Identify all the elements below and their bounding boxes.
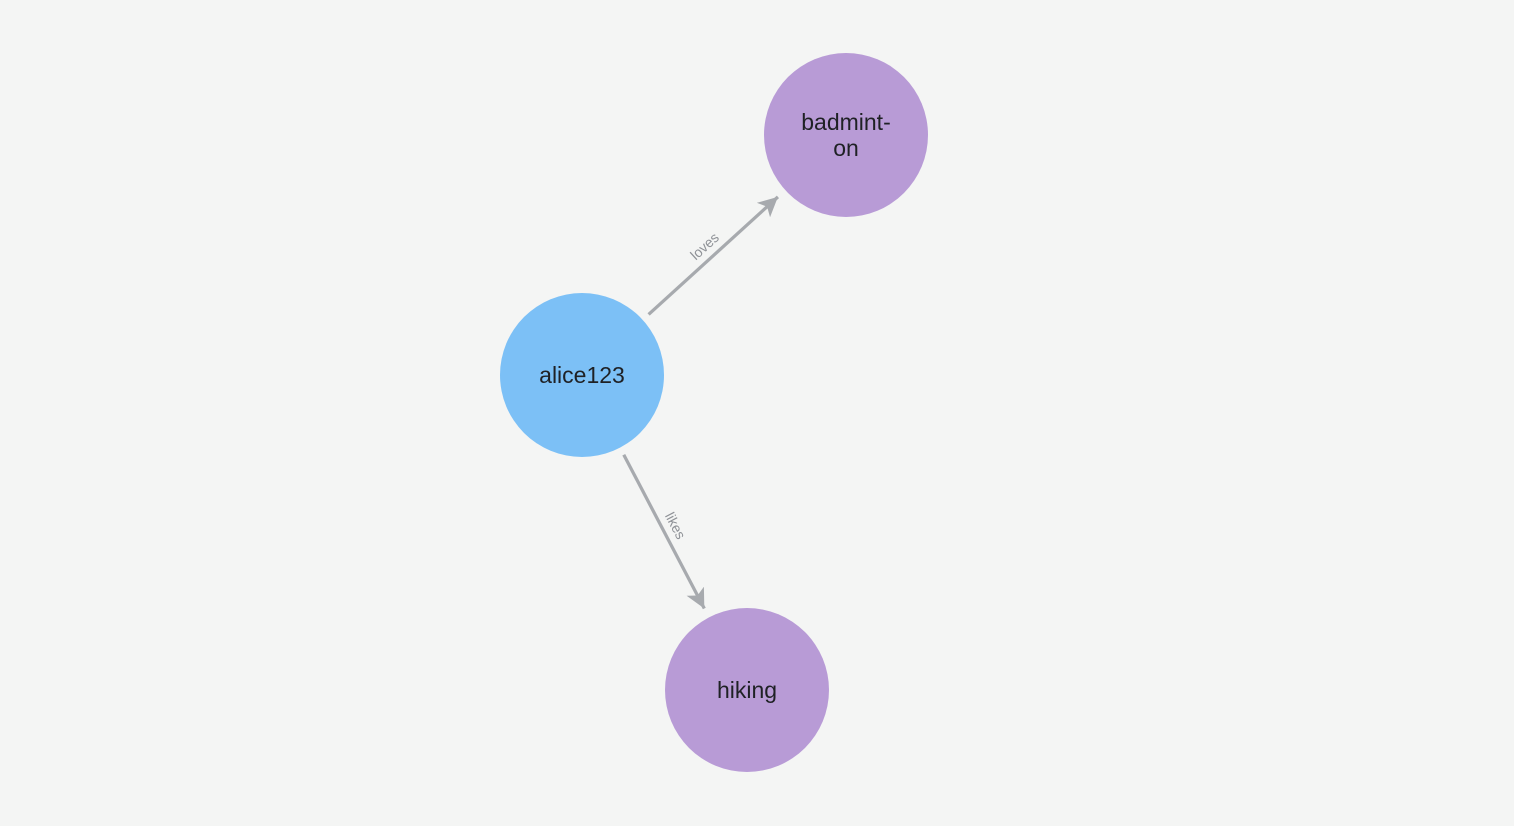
node-circle-badminton[interactable]	[764, 53, 928, 217]
graph-node-badminton[interactable]: badmint-on	[764, 53, 928, 217]
edge-label-loves: loves	[687, 229, 722, 263]
graph-node-hiking[interactable]: hiking	[665, 608, 829, 772]
edge-line-loves[interactable]	[647, 195, 780, 316]
node-circle-alice123[interactable]	[500, 293, 664, 457]
edge-line-likes[interactable]	[622, 453, 706, 610]
node-circle-hiking[interactable]	[665, 608, 829, 772]
graph-node-alice123[interactable]: alice123	[500, 293, 664, 457]
graph-edge-likes[interactable]: likes	[622, 453, 706, 610]
graph-edge-loves[interactable]: loves	[647, 195, 780, 316]
